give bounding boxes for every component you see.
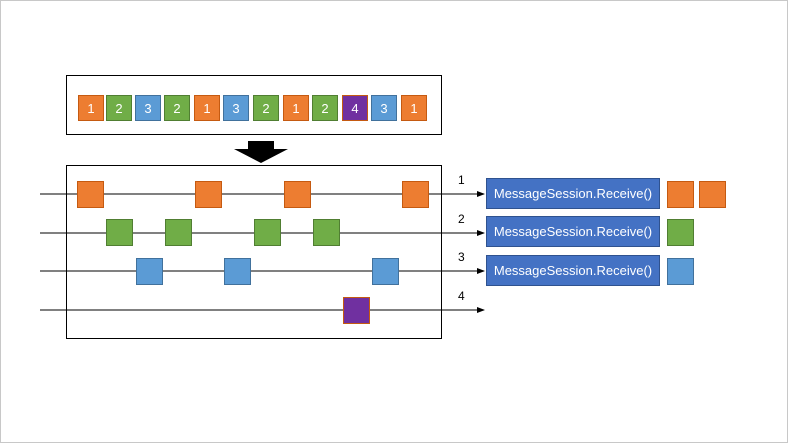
lane-message	[195, 181, 222, 208]
receiver-box: MessageSession.Receive()	[486, 216, 660, 247]
lane-message	[372, 258, 399, 285]
queue-message: 4	[342, 95, 368, 121]
down-arrow-icon	[234, 141, 288, 163]
lane-message	[224, 258, 251, 285]
queue-message: 2	[106, 95, 132, 121]
lane-message	[343, 297, 370, 324]
received-message	[667, 258, 694, 285]
queue-message: 1	[283, 95, 309, 121]
queue-message: 2	[164, 95, 190, 121]
received-message	[667, 219, 694, 246]
lane-number: 1	[458, 173, 465, 187]
queue-message: 2	[253, 95, 279, 121]
lane-message	[284, 181, 311, 208]
lane-number: 3	[458, 250, 465, 264]
lane-message	[165, 219, 192, 246]
queue-message: 3	[135, 95, 161, 121]
received-message	[667, 181, 694, 208]
lane-message	[254, 219, 281, 246]
message-queue	[66, 75, 442, 135]
lane-message	[136, 258, 163, 285]
lane-message	[402, 181, 429, 208]
queue-message: 1	[194, 95, 220, 121]
queue-message: 1	[401, 95, 427, 121]
queue-message: 3	[371, 95, 397, 121]
lane-message	[313, 219, 340, 246]
queue-message: 1	[78, 95, 104, 121]
session-lanes-box	[66, 165, 442, 339]
queue-message: 2	[312, 95, 338, 121]
lane-number: 4	[458, 289, 465, 303]
lane-message	[77, 181, 104, 208]
lane-number: 2	[458, 212, 465, 226]
receiver-box: MessageSession.Receive()	[486, 255, 660, 286]
lane-message	[106, 219, 133, 246]
received-message	[699, 181, 726, 208]
receiver-box: MessageSession.Receive()	[486, 178, 660, 209]
queue-message: 3	[223, 95, 249, 121]
